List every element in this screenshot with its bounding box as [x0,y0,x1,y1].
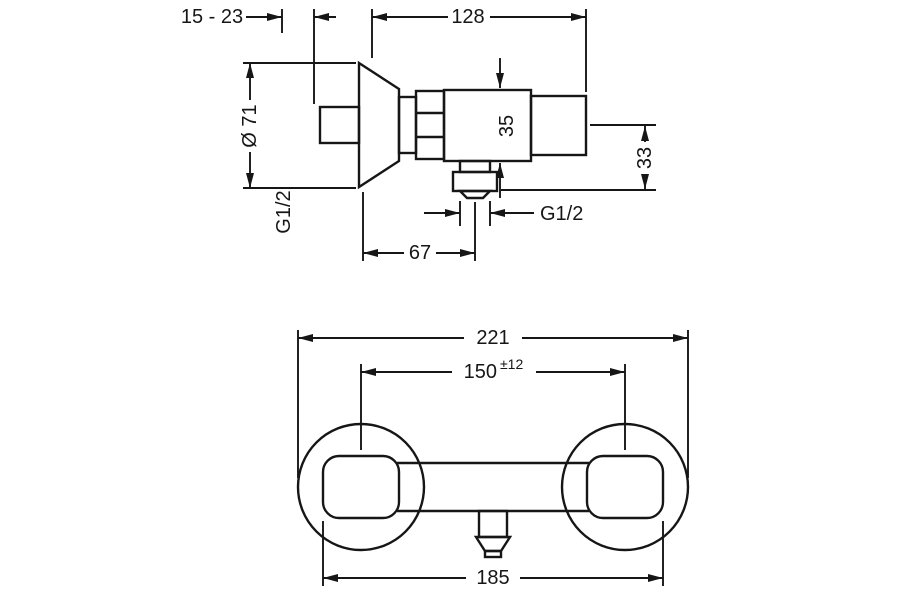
inlet-thread-label: G1/2 [273,190,295,233]
dim-wall-range: 15 - 23 [181,6,336,104]
dim-wall-range-label: 15 - 23 [181,6,243,28]
dim-body-span: 185 [322,521,664,589]
escutcheon-cone [357,60,401,190]
dim-length-label: 128 [451,6,484,28]
left-union-nut [321,454,401,520]
label-outlet-thread: G1/2 [424,201,583,226]
front-outlet-nipple [483,549,503,559]
mixer-side-profile [318,60,588,200]
mixer-front-profile [296,422,690,559]
outlet-tip [457,189,493,200]
union-nut [414,89,446,161]
outlet-flange [451,170,499,193]
front-view: 221 150 ±12 185 [296,327,690,589]
dim-escutcheon-diameter-label: Ø 71 [239,104,261,147]
dim-body-span-label: 185 [476,567,509,589]
dim-outlet-offset: 67 [362,192,476,264]
dim-center-tolerance-label: ±12 [500,356,523,372]
right-union-nut [585,454,665,520]
dim-outlet-offset-label: 67 [409,242,431,264]
dim-center-distance: 150 ±12 [360,356,626,450]
dim-body-diameter: 35 [496,58,518,198]
dim-length: 128 [371,6,587,92]
dim-overall-width: 221 [297,327,689,478]
union-collar [397,95,418,155]
side-view: 15 - 23 128 Ø 71 35 33 [181,6,656,264]
dim-center-distance-label: 150 [464,361,497,383]
front-outlet-neck [477,509,509,539]
dim-body-diameter-label: 35 [496,115,518,137]
dim-overall-width-label: 221 [476,327,509,349]
dim-outlet-drop-label: 33 [634,147,656,169]
front-outlet-cone [473,535,513,553]
label-inlet-thread: G1/2 [273,190,295,233]
outlet-neck [458,159,492,174]
outlet-thread-label: G1/2 [540,203,583,225]
dim-outlet-drop: 33 [501,124,656,191]
dim-escutcheon-diameter: Ø 71 [239,62,356,189]
valve-cap [529,94,588,157]
inlet-pipe [318,105,361,145]
